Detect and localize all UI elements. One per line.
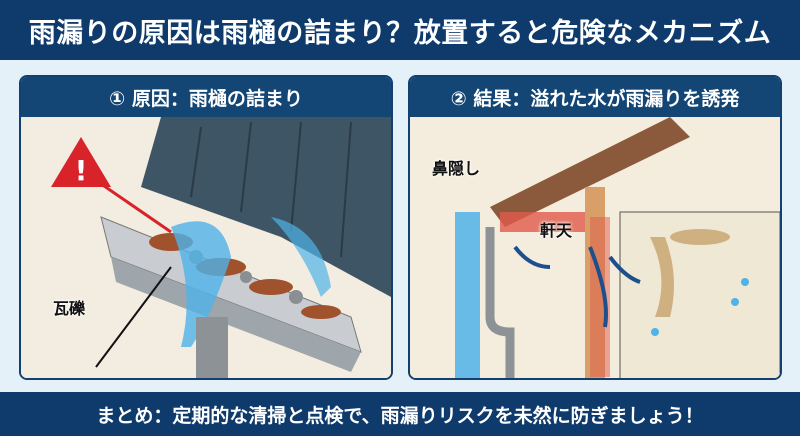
- panel-result: ② 結果：溢れた水が雨漏りを誘発 鼻隠し 軒天: [408, 75, 782, 380]
- warning-icon: !: [51, 137, 172, 234]
- label-debris: 瓦礫: [53, 299, 86, 318]
- clogged-gutter-illustration: !: [21, 117, 391, 378]
- summary-footer: まとめ：定期的な清掃と点検で、雨漏りリスクを未然に防ぎましょう！: [0, 392, 800, 436]
- label-fascia: 鼻隠し: [432, 159, 481, 178]
- panel-cause-heading: ① 原因：雨樋の詰まり: [21, 77, 391, 117]
- panel-result-heading: ② 結果：溢れた水が雨漏りを誘発: [410, 77, 780, 117]
- svg-text:!: !: [75, 154, 88, 187]
- label-soffit: 軒天: [540, 221, 573, 240]
- page-title: 雨漏りの原因は雨樋の詰まり？放置すると危険なメカニズム: [0, 0, 800, 60]
- panel-cause: ① 原因：雨樋の詰まり ! 瓦礫: [19, 75, 393, 380]
- overflow-leak-illustration: [410, 117, 780, 378]
